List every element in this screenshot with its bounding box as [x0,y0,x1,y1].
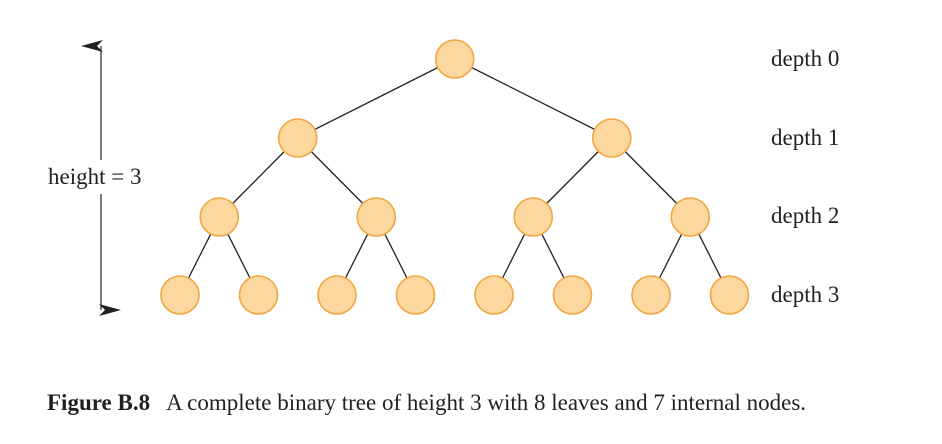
caption-number: Figure B.8 [47,390,151,415]
tree-leaf-node [552,275,593,315]
tree-internal-node [356,197,397,237]
depth-label-0: depth 0 [771,46,839,71]
height-label: height = 3 [48,164,141,189]
tree-leaf-node [160,275,200,315]
tree-leaf-node [631,275,671,315]
tree-internal-node [670,197,711,237]
tree-leaf-node [317,275,357,315]
tree-internal-node [199,197,240,237]
tree-leaf-node [474,275,514,315]
tree-internal-node [277,118,318,158]
tree-internal-node [513,197,554,237]
tree-internal-node [434,39,475,79]
tree-leaf-node [395,275,436,315]
tree-edges [179,58,731,296]
depth-label-2: depth 2 [771,203,839,228]
tree-edge [297,58,456,139]
tree-internal-node [591,118,632,158]
depth-label-3: depth 3 [771,282,839,307]
depth-labels: depth 0 depth 1 depth 2 depth 3 [771,46,839,307]
tree-leaf-node [709,275,750,315]
tree-leaf-node [238,275,279,315]
tree-nodes [160,39,750,315]
depth-label-1: depth 1 [771,125,839,150]
tree-edge [454,58,613,139]
figure-caption: Figure B.8 A complete binary tree of heig… [47,390,927,416]
caption-text: A complete binary tree of height 3 with … [166,390,807,415]
